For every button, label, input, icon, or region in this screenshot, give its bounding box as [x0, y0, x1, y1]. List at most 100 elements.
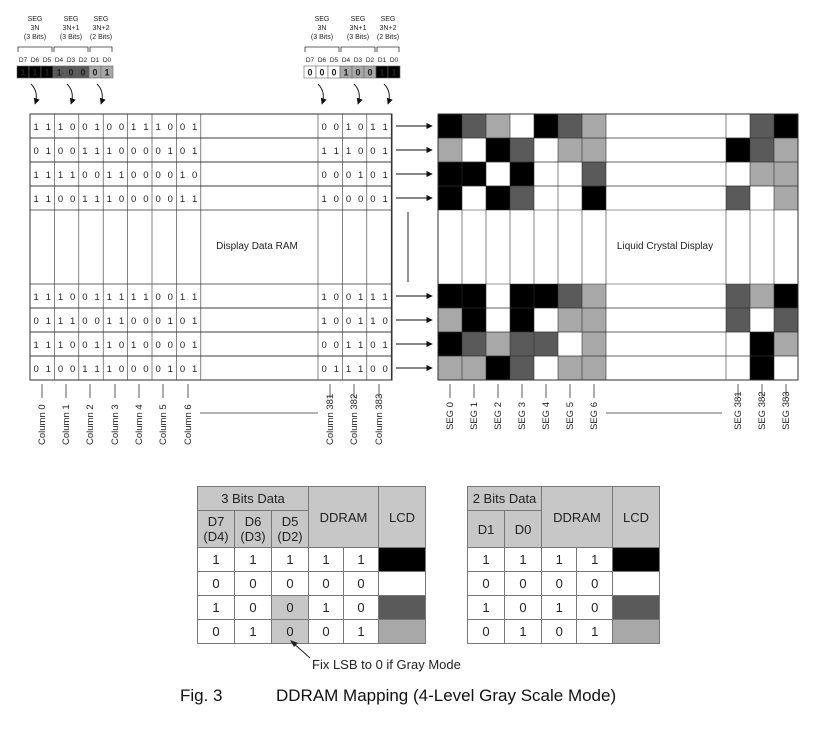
ram-bit: 0	[155, 316, 160, 327]
ram-bit: 0	[180, 122, 185, 133]
ram-bit: 1	[143, 292, 148, 303]
ram-bit: 1	[382, 194, 387, 205]
ram-bit: 1	[334, 364, 339, 375]
seg-label: (2 Bits)	[90, 34, 112, 41]
ram-bit: 0	[180, 316, 185, 327]
table-cell: 0	[271, 595, 309, 620]
seg-column-label: SEG 3	[517, 402, 528, 430]
ram-bit: 1	[94, 340, 99, 351]
ram-bit: 1	[358, 364, 363, 375]
column-label: Column 6	[183, 404, 194, 445]
lcd-swatch	[378, 619, 426, 644]
table-cell: 0	[467, 619, 505, 644]
lcd-pixel	[726, 332, 750, 356]
ram-bit: 0	[346, 292, 351, 303]
lcd-pixel	[534, 114, 558, 138]
seg-label: SEG	[64, 16, 79, 23]
table-cell: 1	[576, 547, 613, 572]
table-cell: 0	[540, 571, 578, 596]
seg-column-label: SEG 1	[469, 402, 480, 430]
table-cell: 1	[308, 547, 344, 572]
ram-bit: 1	[46, 146, 51, 157]
lcd-pixel	[534, 308, 558, 332]
ram-bit: 1	[94, 122, 99, 133]
row-arrows	[396, 122, 433, 372]
ram-bit: 1	[107, 364, 112, 375]
lcd-pixel	[462, 138, 486, 162]
ram-bit: 1	[46, 292, 51, 303]
ram-bit: 1	[131, 340, 136, 351]
ram-bit: 1	[46, 340, 51, 351]
table-cell: 1	[308, 595, 344, 620]
lcd-pixel	[438, 356, 462, 380]
lcd-pixel	[510, 284, 534, 308]
seg-column-label: SEG 0	[445, 402, 456, 430]
lcd-pixel	[462, 162, 486, 186]
table-cell: 0	[271, 619, 309, 644]
ram-bit: 1	[192, 364, 197, 375]
ram-bit: 1	[168, 316, 173, 327]
seg-column-label: SEG 4	[541, 402, 552, 430]
table3-title: 3 Bits Data	[197, 486, 309, 511]
table2-ddram-header: DDRAM	[541, 486, 613, 548]
ram-bit: 0	[370, 364, 375, 375]
lcd-pixel	[558, 356, 582, 380]
lcd-pixel	[462, 332, 486, 356]
ram-bit: 1	[94, 146, 99, 157]
bit-label: D3	[354, 57, 363, 64]
seg-label: (3 Bits)	[24, 34, 46, 41]
bit-label: D2	[366, 57, 375, 64]
column-label: Column 4	[134, 404, 145, 445]
ram-bit: 1	[107, 340, 112, 351]
ram-bit: 0	[131, 194, 136, 205]
bit-label: D4	[342, 57, 351, 64]
table-cell: 0	[197, 571, 235, 596]
lcd-pixel	[510, 114, 534, 138]
seg-bracket	[340, 46, 376, 52]
seg-column-label: SEG 381	[733, 391, 744, 430]
ram-bit: 1	[33, 170, 38, 181]
seg-label: 3N+2	[93, 25, 110, 32]
ram-bit: 1	[192, 194, 197, 205]
lcd-pixel	[534, 162, 558, 186]
table-cell: 0	[342, 595, 380, 620]
lcd-pixel	[582, 162, 606, 186]
ram-bit: 1	[119, 292, 124, 303]
seg-label: SEG	[315, 16, 330, 23]
ram-bit: 0	[119, 146, 124, 157]
lcd-swatch	[378, 571, 426, 596]
ram-bit: 0	[334, 194, 339, 205]
lcd-pixel	[726, 186, 750, 210]
lcd-pixel	[726, 356, 750, 380]
ram-bit: 0	[321, 170, 326, 181]
table-cell: 0	[504, 595, 542, 620]
ram-bit: 1	[33, 194, 38, 205]
ram-bit: 1	[168, 146, 173, 157]
lcd-pixel	[486, 162, 510, 186]
ram-bit: 1	[33, 340, 38, 351]
table2-title: 2 Bits Data	[467, 486, 542, 511]
down-arrow	[317, 83, 327, 105]
ram-bit: 0	[107, 122, 112, 133]
ram-bit: 1	[321, 292, 326, 303]
lcd-pixel	[510, 332, 534, 356]
ram-bit: 0	[168, 340, 173, 351]
ram-bit: 1	[119, 316, 124, 327]
ram-bit: 0	[70, 146, 75, 157]
bit-label: D4	[55, 57, 64, 64]
lcd-pixel	[510, 138, 534, 162]
lcd-pixel	[774, 332, 798, 356]
lcd-pixel	[558, 308, 582, 332]
lcd-pixel	[462, 114, 486, 138]
table-cell: 1	[271, 547, 309, 572]
table-cell: 0	[576, 571, 613, 596]
ram-bit: 0	[82, 122, 87, 133]
lcd-pixel	[774, 114, 798, 138]
ram-bit: 1	[107, 292, 112, 303]
